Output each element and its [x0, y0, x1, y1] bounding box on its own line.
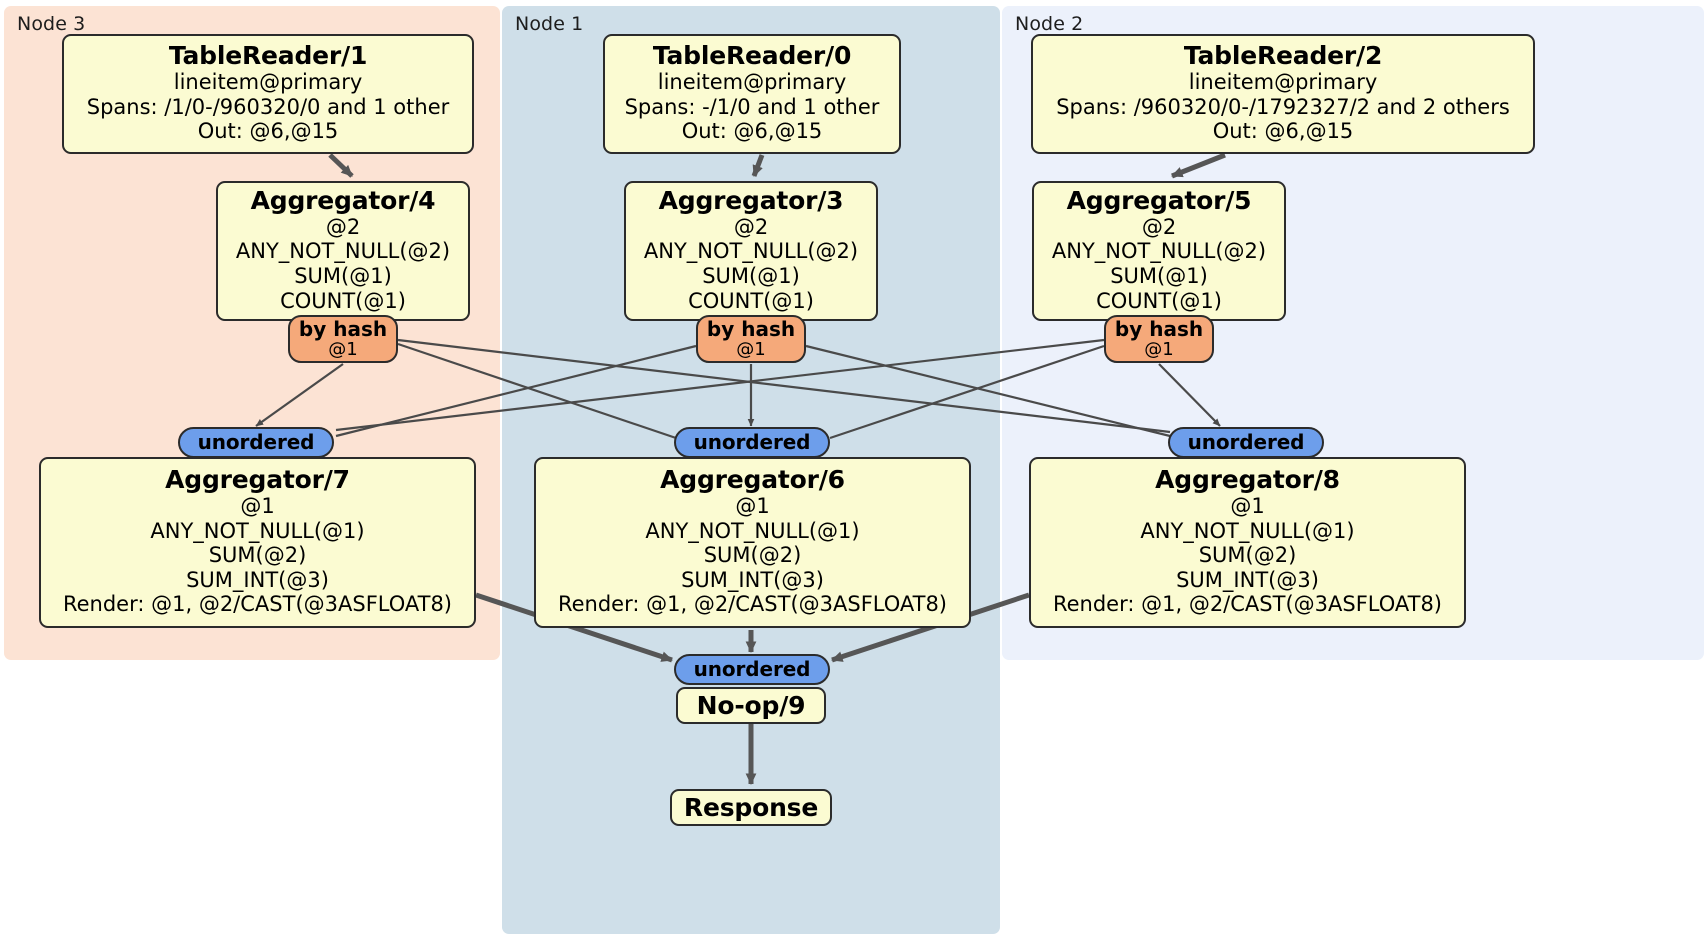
plan-node-title: Aggregator/5	[1066, 185, 1252, 215]
plan-node-detail: Render: @1, @2/CAST(@3ASFLOAT8)	[557, 592, 948, 617]
plan-node-title: Aggregator/6	[660, 465, 845, 495]
plan-node-title: TableReader/2	[1183, 41, 1383, 71]
plan-node-detail: Out: @6,@15	[197, 119, 339, 144]
plan-node-detail: SUM_INT(@3)	[681, 567, 824, 592]
plan-node-title: No-op/9	[696, 690, 806, 720]
plan-node-detail: ANY_NOT_NULL(@2)	[235, 239, 451, 264]
plan-node-detail: Spans: /960320/0-/1792327/2 and 2 others	[1056, 94, 1510, 119]
plan-node-title: Aggregator/3	[658, 185, 844, 215]
plan-node-detail: SUM(@2)	[208, 543, 307, 568]
plan-node-detail: ANY_NOT_NULL(@1)	[150, 518, 365, 543]
router-badge-column: @1	[736, 338, 766, 360]
plan-node-detail: Render: @1, @2/CAST(@3ASFLOAT8)	[1052, 592, 1443, 617]
plan-node-detail: lineitem@primary	[1188, 70, 1378, 95]
plan-node-title: TableReader/1	[168, 41, 368, 71]
router-badge-title: unordered	[1187, 430, 1305, 454]
plan-node-detail: COUNT(@1)	[1096, 288, 1222, 313]
plan-node-detail: @2	[733, 214, 769, 239]
plan-node-detail: SUM_INT(@3)	[186, 567, 329, 592]
router-badge-title: by hash	[706, 316, 796, 341]
plan-node-title: Response	[683, 792, 819, 822]
router-badge-column: @1	[1144, 338, 1174, 360]
router-badge-hash4[interactable]: by hash@1	[288, 315, 398, 363]
plan-node-detail: @2	[325, 214, 361, 239]
router-badge-unordered8[interactable]: unordered	[1168, 427, 1324, 458]
plan-node-detail: COUNT(@1)	[280, 288, 406, 313]
plan-node-response[interactable]: Response	[670, 789, 832, 826]
router-badge-title: unordered	[197, 430, 315, 454]
plan-node-detail: ANY_NOT_NULL(@1)	[1140, 518, 1355, 543]
plan-node-detail: lineitem@primary	[173, 70, 363, 95]
plan-node-detail: Spans: -/1/0 and 1 other	[624, 94, 880, 119]
plan-node-noop9[interactable]: No-op/9	[676, 687, 826, 724]
router-badge-column: @1	[328, 338, 358, 360]
plan-node-detail: @1	[1230, 494, 1265, 519]
router-badge-title: by hash	[1114, 316, 1204, 341]
plan-node-detail: Out: @6,@15	[681, 119, 823, 144]
router-badge-hash3[interactable]: by hash@1	[696, 315, 806, 363]
router-badge-unordered6[interactable]: unordered	[674, 427, 830, 458]
router-badge-unordered9[interactable]: unordered	[674, 654, 830, 685]
plan-node-detail: ANY_NOT_NULL(@2)	[1051, 239, 1267, 264]
router-badge-unordered7[interactable]: unordered	[178, 427, 334, 458]
router-badge-title: unordered	[693, 430, 811, 454]
plan-node-detail: SUM(@1)	[294, 264, 392, 288]
plan-node-detail: SUM(@2)	[1198, 543, 1297, 568]
router-badge-title: by hash	[298, 316, 388, 341]
plan-node-detail: lineitem@primary	[657, 70, 847, 95]
node-panel-label: Node 1	[515, 13, 584, 35]
plan-node-detail: @1	[735, 494, 770, 519]
plan-node-detail: COUNT(@1)	[688, 288, 814, 313]
plan-node-detail: Render: @1, @2/CAST(@3ASFLOAT8)	[62, 592, 453, 617]
router-badge-hash5[interactable]: by hash@1	[1104, 315, 1214, 363]
node-panel-label: Node 3	[17, 13, 86, 35]
plan-node-detail: SUM(@1)	[1110, 264, 1208, 288]
plan-node-detail: Out: @6,@15	[1212, 119, 1354, 144]
node-panel-label: Node 2	[1015, 13, 1084, 35]
plan-node-detail: ANY_NOT_NULL(@1)	[645, 518, 860, 543]
plan-node-title: Aggregator/7	[165, 465, 350, 495]
plan-node-detail: SUM_INT(@3)	[1176, 567, 1319, 592]
plan-node-title: Aggregator/4	[250, 185, 436, 215]
router-badge-title: unordered	[693, 657, 811, 681]
plan-node-detail: @2	[1141, 214, 1177, 239]
plan-node-title: TableReader/0	[652, 41, 852, 71]
plan-node-detail: SUM(@2)	[703, 543, 802, 568]
plan-node-detail: ANY_NOT_NULL(@2)	[643, 239, 859, 264]
plan-node-title: Aggregator/8	[1155, 465, 1340, 495]
plan-node-detail: @1	[240, 494, 275, 519]
plan-node-detail: Spans: /1/0-/960320/0 and 1 other	[86, 94, 450, 119]
plan-node-detail: SUM(@1)	[702, 264, 800, 288]
